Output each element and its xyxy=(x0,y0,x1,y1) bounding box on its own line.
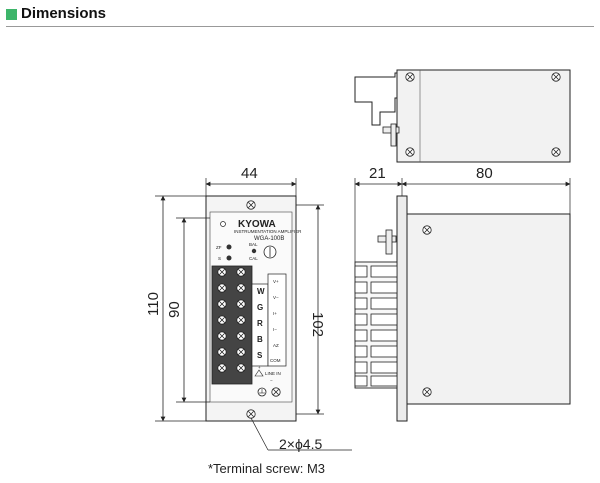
screw-icon xyxy=(246,200,256,210)
line-plus-label: + xyxy=(258,365,261,370)
screw-icon xyxy=(422,387,432,397)
signal-v-minus: V− xyxy=(273,295,279,300)
signal-i-minus: I− xyxy=(273,327,277,332)
terminal-letter-w: W xyxy=(257,287,265,296)
screw-icon xyxy=(551,147,561,157)
terminal-screw-note: *Terminal screw: M3 xyxy=(208,461,326,476)
dim-height-right: 102 xyxy=(309,312,326,337)
hole-leader-line xyxy=(250,417,269,451)
terminal-letter-g: G xyxy=(257,303,263,312)
terminal-letter-s: S xyxy=(257,351,263,360)
terminal-letter-r: R xyxy=(257,319,263,328)
screw-icon xyxy=(405,147,415,157)
dim-height-total: 110 xyxy=(145,292,162,316)
line-in-label: LINE IN xyxy=(265,371,281,376)
section-title: Dimensions xyxy=(21,5,107,22)
top-view xyxy=(354,69,571,163)
signal-az: AZ xyxy=(273,343,279,348)
brand-subtitle: INSTRUMENTATION AMPLIFIER xyxy=(234,229,302,234)
signal-v-plus: V+ xyxy=(273,279,279,284)
brand-logo: KYOWA xyxy=(238,219,276,230)
zero-label: ZF xyxy=(216,245,222,250)
cal-label: CAL xyxy=(249,256,258,261)
zero-trimmer-icon xyxy=(226,244,232,250)
screw-icon xyxy=(551,72,561,82)
dim-depth-body: 80 xyxy=(476,165,493,182)
span-label: S xyxy=(218,256,221,261)
signal-com: COM xyxy=(270,358,281,363)
span-trimmer-icon xyxy=(226,255,232,261)
warning-icon xyxy=(254,369,264,377)
front-view: KYOWA INSTRUMENTATION AMPLIFIER WGA-100B… xyxy=(205,195,302,422)
led-indicator xyxy=(220,221,226,227)
screw-icon xyxy=(422,225,432,235)
front-dimensions: 44 110 90 102 xyxy=(145,165,352,451)
section-marker-icon xyxy=(6,9,17,20)
signal-i-plus: I+ xyxy=(273,311,277,316)
screw-icon xyxy=(246,409,256,419)
section-header: Dimensions xyxy=(6,4,594,27)
side-view xyxy=(354,195,571,422)
dim-depth-front: 21 xyxy=(369,165,386,182)
dim-width: 44 xyxy=(241,165,258,182)
mounting-holes-note: 2×ϕ4.5 xyxy=(279,436,323,452)
section-divider xyxy=(6,26,594,27)
screw-icon xyxy=(405,72,415,82)
bal-switch-icon xyxy=(251,248,257,254)
side-dimensions: 21 80 xyxy=(354,165,571,262)
line-minus-label: − xyxy=(270,378,273,383)
terminal-letter-b: B xyxy=(257,335,263,344)
bal-label: BAL xyxy=(249,242,258,247)
screw-icon xyxy=(271,387,281,397)
model-label: WGA-100B xyxy=(254,236,284,242)
dim-height-inner: 90 xyxy=(166,301,183,318)
